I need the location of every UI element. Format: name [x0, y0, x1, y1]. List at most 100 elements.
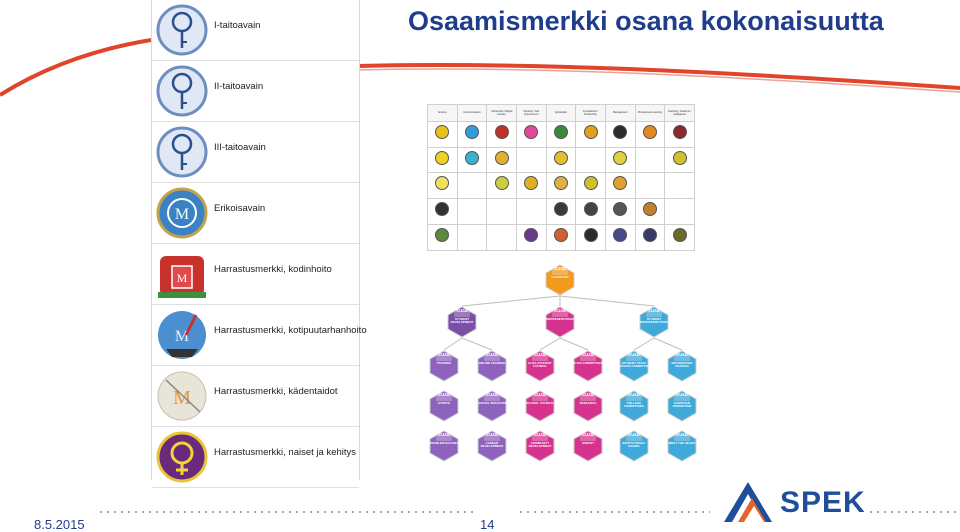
badge-brand: eusa — [554, 266, 566, 272]
badge-label: III-taitoavain — [214, 142, 266, 153]
grid-header-cell: Management — [604, 104, 636, 122]
badge-caption: INFORMATION SHARING — [671, 361, 693, 369]
grid-cell — [545, 198, 577, 226]
grid-badge-icon — [553, 150, 568, 165]
logo-text: SPEK — [780, 486, 866, 519]
badge-row: III-taitoavain — [152, 122, 359, 183]
badge-caption: ONLINE TRAINING — [478, 361, 506, 365]
badge-brand: eusa — [628, 352, 640, 358]
svg-text:M: M — [175, 206, 189, 223]
badge-caption: INSTITUTIONAL BOARD — [622, 441, 646, 449]
badge-row: I-taitoavain — [152, 0, 359, 61]
badge-label: II-taitoavain — [214, 81, 264, 92]
badge-brand: eusa — [554, 308, 566, 314]
grid-badge-icon — [524, 228, 539, 243]
grid-row — [427, 120, 695, 148]
footer-dots-right — [520, 511, 710, 513]
grid-badge-icon — [613, 176, 628, 191]
grid-badge-icon — [435, 202, 450, 217]
grid-cell — [604, 120, 636, 148]
garden-badge-icon: M — [158, 311, 206, 359]
grid-cell — [427, 146, 458, 174]
grid-cell — [634, 172, 666, 200]
grid-cell — [456, 172, 488, 200]
badge-row: M Harrastusmerkki, kodinhoito — [152, 244, 359, 305]
grid-badge-icon — [524, 176, 539, 191]
badge-caption: SCHOOL COUNCIL — [526, 401, 554, 405]
badge-caption: CLASS REP — [551, 275, 569, 279]
grid-row — [427, 146, 695, 174]
badge-row: II-taitoavain — [152, 61, 359, 122]
badge-brand: eusa — [438, 352, 450, 358]
grid-cell — [664, 146, 695, 174]
badge-brand: eusa — [582, 392, 594, 398]
grid-cell — [604, 224, 636, 251]
page-number: 14 — [480, 517, 495, 532]
grid-badge-icon — [672, 124, 687, 139]
grid-badge-icon — [524, 124, 539, 139]
grid-cell — [427, 198, 458, 226]
grid-badge-icon — [583, 176, 598, 191]
badge-brand: eusa — [438, 392, 450, 398]
footer-dots-far-right — [870, 511, 960, 513]
connector-line — [559, 295, 655, 307]
grid-header-cell: Foundations / Productivity — [575, 104, 606, 122]
laurel-emblem-icon: M — [156, 187, 208, 239]
grid-badge-icon — [435, 176, 450, 191]
grid-cell — [664, 198, 695, 226]
badge-brand: eusa — [648, 308, 660, 314]
key-emblem-icon — [156, 4, 208, 56]
footer-dots-left — [100, 511, 475, 513]
grid-header-cell: Communication — [456, 104, 488, 122]
grid-cell — [664, 172, 695, 200]
grid-cell — [634, 224, 666, 251]
badge-brand: eusa — [676, 432, 688, 438]
badge-brand: eusa — [438, 432, 450, 438]
grid-badge-icon — [435, 228, 450, 243]
badge-row: M Harrastusmerkki, kotipuutarhanhoito — [152, 305, 367, 366]
badge-caption: SCHOOL INDUCTION — [476, 401, 508, 405]
grid-cell — [515, 172, 547, 200]
grid-badge-icon — [553, 124, 568, 139]
connector-line — [443, 337, 463, 351]
badge-brand: eusa — [534, 392, 546, 398]
badge-caption: PROBLEM SOLVING — [429, 441, 459, 445]
grid-cell — [545, 172, 577, 200]
grid-badge-icon — [494, 176, 509, 191]
badge-brand: eusa — [486, 392, 498, 398]
hierarchy-connectors — [443, 295, 683, 351]
grid-header-cell: Teaching / Students / Intelligence — [664, 104, 695, 122]
key-emblem-icon — [156, 126, 208, 178]
grid-cell — [427, 224, 458, 251]
grid-header-cell: Application — [545, 104, 577, 122]
grid-badge-icon — [642, 228, 657, 243]
badge-label: Harrastusmerkki, kotipuutarhanhoito — [214, 325, 367, 336]
grid-row — [427, 224, 695, 251]
badge-caption: STUDENT STAFF LIAISON COMMITTEE — [618, 361, 650, 369]
badge-brand: eusa — [534, 352, 546, 358]
grid-cell — [664, 224, 695, 251]
grid-cell — [664, 120, 695, 148]
grid-badge-icon — [435, 124, 450, 139]
grid-badge-icon — [494, 150, 509, 165]
grid-cell — [515, 120, 547, 148]
connector-line — [559, 337, 589, 351]
grid-cell — [545, 224, 577, 251]
